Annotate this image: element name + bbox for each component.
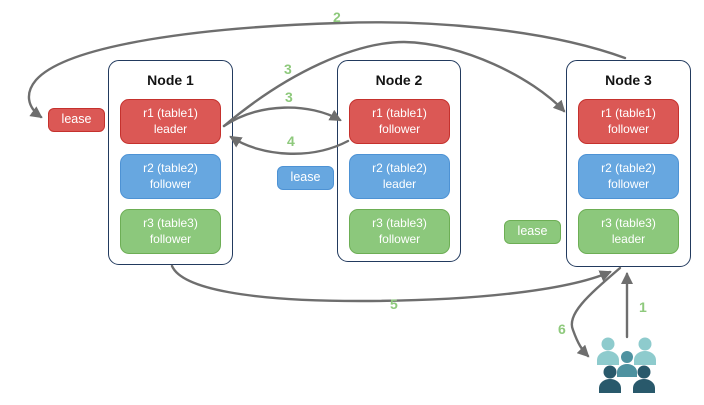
lease-badge-table3: lease — [504, 220, 561, 244]
step-4-label: 4 — [287, 133, 295, 149]
replica-role: follower — [378, 231, 421, 246]
replica-name: r2 (table2) — [143, 160, 198, 175]
lease-badge-table1: lease — [48, 108, 105, 132]
replica-role: leader — [153, 121, 188, 136]
arrow-step-6-node3-to-users — [570, 266, 622, 358]
replica-role: leader — [382, 176, 417, 191]
replica-name: r1 (table1) — [143, 105, 198, 120]
step-3b-label: 3 — [285, 89, 293, 105]
step-1-label: 1 — [639, 299, 647, 315]
replica-name: r3 (table3) — [143, 215, 198, 230]
node1-replica-r1: r1 (table1) leader — [120, 99, 221, 144]
node3-replica-r3: r3 (table3) leader — [578, 209, 679, 254]
node-2-box: Node 2 r1 (table1) follower r2 (table2) … — [337, 60, 461, 262]
users-middle-person — [617, 351, 637, 377]
step-3a-label: 3 — [284, 61, 292, 77]
node-3-title: Node 3 — [605, 72, 652, 88]
node2-replica-r2: r2 (table2) leader — [349, 154, 450, 199]
replica-role: follower — [607, 121, 650, 136]
node-2-title: Node 2 — [375, 72, 423, 88]
step-5-label: 5 — [390, 296, 398, 312]
replica-name: r3 (table3) — [601, 215, 656, 230]
replica-role: follower — [378, 121, 421, 136]
step-6-label: 6 — [558, 321, 566, 337]
replica-role: follower — [149, 231, 192, 246]
node3-replica-r1: r1 (table1) follower — [578, 99, 679, 144]
arrow-step-3-leader-to-node2 — [222, 106, 342, 128]
node2-replica-r1: r1 (table1) follower — [349, 99, 450, 144]
replica-name: r1 (table1) — [372, 105, 427, 120]
node1-replica-r2: r2 (table2) follower — [120, 154, 221, 199]
node-1-title: Node 1 — [147, 72, 194, 88]
lease-badge-table2: lease — [277, 166, 334, 190]
replica-name: r1 (table1) — [601, 105, 656, 120]
users-group-icon — [597, 337, 656, 393]
replica-name: r2 (table2) — [601, 160, 656, 175]
users-back-row — [597, 337, 656, 365]
node-1-box: Node 1 r1 (table1) leader r2 (table2) fo… — [108, 60, 233, 265]
replica-role: follower — [607, 176, 650, 191]
replica-name: r2 (table2) — [372, 160, 427, 175]
replica-role: leader — [611, 231, 646, 246]
users-front-row — [599, 365, 655, 393]
replica-name: r3 (table3) — [372, 215, 427, 230]
step-2-label: 2 — [333, 9, 341, 25]
node2-replica-r3: r3 (table3) follower — [349, 209, 450, 254]
replica-role: follower — [149, 176, 192, 191]
node3-replica-r2: r2 (table2) follower — [578, 154, 679, 199]
node-3-box: Node 3 r1 (table1) follower r2 (table2) … — [566, 60, 691, 267]
node1-replica-r3: r3 (table3) follower — [120, 209, 221, 254]
